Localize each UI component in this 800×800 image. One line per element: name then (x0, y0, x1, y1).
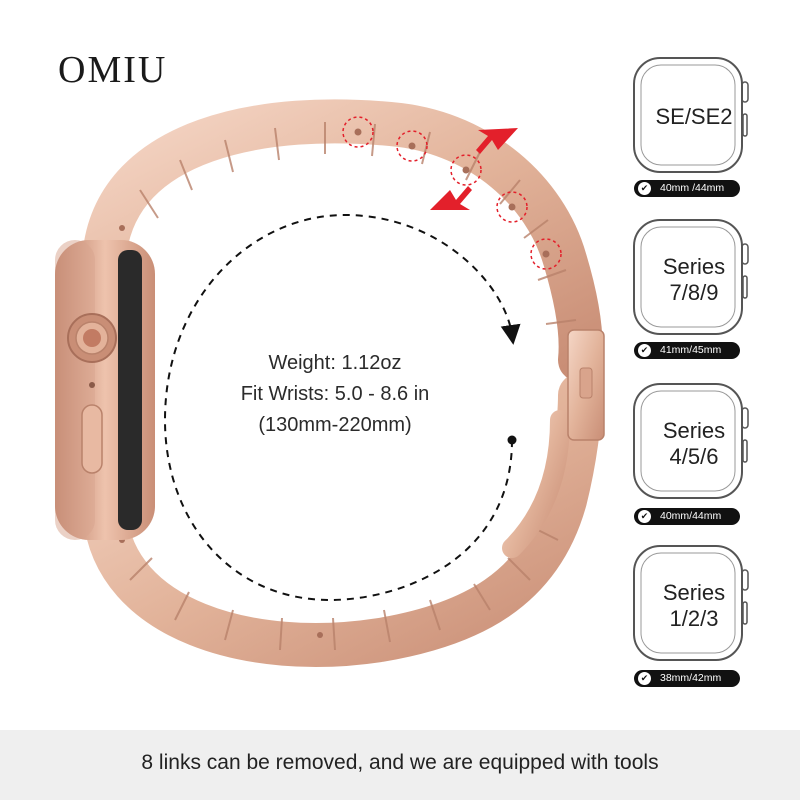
fit-wrist-text: Fit Wrists: 5.0 - 8.6 in (240, 383, 430, 405)
model-card-series-1-2-3: Series 1/2/3 ✔ 38mm/42mm (632, 544, 764, 687)
model-label: Series 4/5/6 (662, 418, 726, 469)
model-card-series-7-8-9: Series 7/8/9 ✔ 41mm/45mm (632, 218, 764, 359)
metal-band (83, 99, 605, 667)
check-icon: ✔ (638, 510, 651, 523)
compatible-models: SE/SE2 ✔ 40mm /44mm Series 7/8/9 ✔ 41mm/… (620, 0, 800, 730)
watch-case (55, 240, 155, 540)
size-badge: ✔ 38mm/42mm (634, 670, 740, 687)
watch-outline-icon (633, 383, 749, 499)
band-specs: Weight: 1.12oz Fit Wrists: 5.0 - 8.6 in … (210, 348, 460, 441)
watch-outline-icon (633, 57, 749, 173)
model-card-se: SE/SE2 ✔ 40mm /44mm (632, 56, 764, 197)
check-icon: ✔ (638, 672, 651, 685)
size-badge: ✔ 40mm /44mm (634, 180, 740, 197)
arrow-start-dot (507, 435, 517, 445)
size-badge: ✔ 40mm/44mm (634, 508, 740, 525)
model-label: SE/SE2 (655, 104, 733, 129)
size-badge: ✔ 41mm/45mm (634, 342, 740, 359)
model-card-series-4-5-6: Series 4/5/6 ✔ 40mm/44mm (632, 382, 764, 525)
metric-size-text: (130mm-220mm) (258, 414, 412, 436)
check-icon: ✔ (638, 182, 651, 195)
model-label: Series 7/8/9 (662, 254, 726, 305)
footer-caption: 8 links can be removed, and we are equip… (0, 730, 800, 800)
check-icon: ✔ (638, 344, 651, 357)
wrist-size-arrow (163, 213, 521, 602)
model-label: Series 1/2/3 (662, 580, 726, 631)
red-arrow-icon (430, 128, 518, 210)
watch-band-illustration (55, 99, 605, 667)
brand-logo: OMIU (58, 49, 168, 91)
weight-text: Weight: 1.12oz (268, 352, 402, 374)
removable-link-markers (342, 116, 562, 270)
watch-outline-icon (633, 545, 749, 661)
watch-outline-icon (633, 219, 749, 335)
